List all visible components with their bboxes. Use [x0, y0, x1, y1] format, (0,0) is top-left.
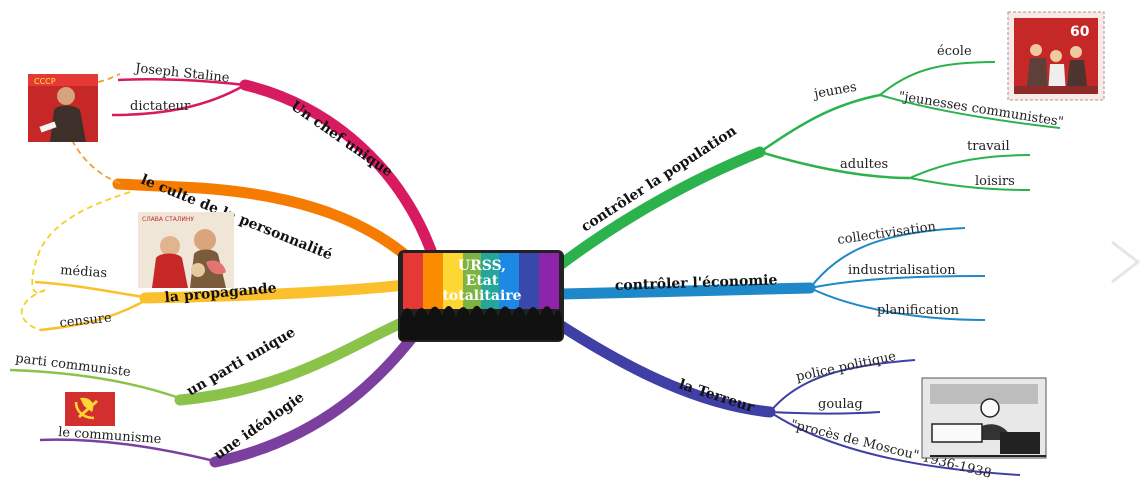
- staline-poster-image: CCCP: [28, 74, 98, 142]
- branch-ideologie: [39, 324, 424, 468]
- staline-poster-caption: CCCP: [34, 77, 56, 86]
- center-title-line1: URSS,: [458, 258, 506, 274]
- item-communisme: le communisme: [58, 425, 162, 447]
- item-loisirs: loisirs: [975, 174, 1015, 189]
- item-travail: travail: [967, 139, 1010, 154]
- item-joseph-staline: Joseph Staline: [133, 61, 231, 86]
- branch-chef-unique: [111, 77, 441, 268]
- label-chef-unique: Un chef unique: [288, 98, 396, 180]
- branch-economie: [556, 227, 986, 321]
- item-planification: planification: [877, 303, 960, 318]
- item-collectivisation: collectivisation: [836, 219, 937, 248]
- center-title-line2: Etat: [466, 273, 499, 289]
- item-goulag: goulag: [818, 397, 863, 412]
- stamp-value: 60: [1070, 24, 1090, 40]
- item-industrialisation: industrialisation: [848, 263, 956, 278]
- chevron-right-icon[interactable]: [1111, 240, 1141, 284]
- propaganda-poster-caption: СЛАВА СТАЛИНУ: [142, 216, 194, 223]
- branch-parti-unique: [9, 314, 414, 406]
- label-controler-economie: contrôler l'économie: [615, 272, 778, 294]
- branch-terreur: [554, 319, 1021, 476]
- moscow-trial-image: [921, 377, 1047, 459]
- branch-propagande: [34, 279, 411, 332]
- item-censure: censure: [59, 311, 113, 331]
- center-title-line3: totalitaire: [442, 288, 521, 304]
- crowd-silhouette: [400, 305, 562, 340]
- stamp-image: 60: [1007, 11, 1105, 101]
- item-medias: médias: [60, 263, 108, 281]
- item-dictateur: dictateur: [130, 99, 191, 114]
- label-controler-population: contrôler la population: [578, 123, 739, 235]
- center-node: URSS, Etat totalitaire: [398, 250, 564, 342]
- label-jeunes: jeunes: [811, 80, 858, 103]
- label-adultes: adultes: [840, 157, 888, 172]
- dashed-links: [20, 73, 131, 331]
- item-police-politique: police politique: [795, 349, 898, 385]
- branch-culte: [112, 178, 426, 274]
- branch-population: [554, 61, 1061, 271]
- item-ecole: école: [937, 44, 972, 59]
- soviet-flag-image: [65, 392, 115, 426]
- propaganda-poster-image: СЛАВА СТАЛИНУ: [138, 212, 234, 288]
